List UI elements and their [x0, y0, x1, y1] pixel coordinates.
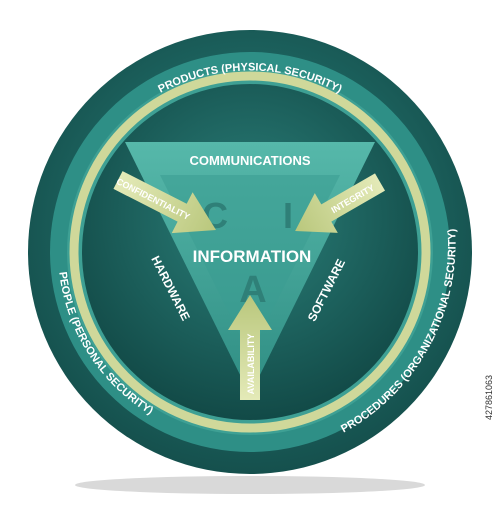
availability-arrow: AVAILABILITY — [228, 295, 272, 400]
drop-shadow — [75, 476, 425, 494]
communications-label: COMMUNICATIONS — [189, 153, 310, 168]
letter-i: I — [283, 195, 293, 236]
cream-ring — [69, 71, 431, 433]
availability-label: AVAILABILITY — [246, 334, 256, 395]
information-label: INFORMATION — [193, 247, 312, 266]
stock-id: 427861063 — [484, 375, 494, 420]
